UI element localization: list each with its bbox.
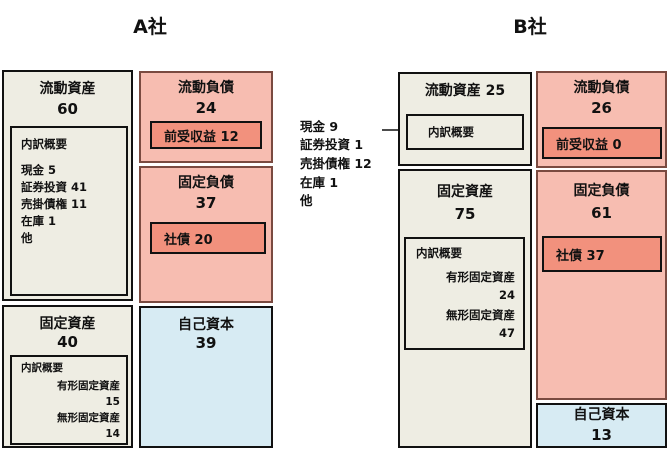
a-breakdown-item: 売掛債権 11 <box>21 197 88 211</box>
a-breakdown-item: 他 <box>21 231 33 245</box>
a-fixed-liabilities-label: 固定負債 <box>178 175 234 191</box>
b-intangible-label: 無形固定資産 <box>446 308 515 322</box>
b-tangible-value: 24 <box>498 288 515 302</box>
b-fixed-assets-box: 固定資産 75 内訳概要 有形固定資産 24 無形固定資産 47 <box>398 169 532 448</box>
a-fixed-assets-value: 40 <box>57 333 78 351</box>
a-bonds-box: 社債 20 <box>150 222 266 254</box>
a-breakdown-item: 証券投資 41 <box>21 180 88 194</box>
b-fixed-assets-value: 75 <box>454 205 476 223</box>
b-callout-item: 証券投資 1 <box>300 137 364 152</box>
b-intangible-value: 47 <box>498 326 515 340</box>
a-deferred-revenue-box: 前受収益 12 <box>150 121 262 149</box>
b-current-assets-box: 流動資産 25 内訳概要 <box>398 72 532 166</box>
a-fixed-liabilities-box: 固定負債 37 社債 20 <box>139 166 273 303</box>
b-bonds-box: 社債 37 <box>542 236 662 272</box>
a-current-breakdown-title: 内訳概要 <box>21 137 67 151</box>
b-fixed-breakdown-box: 内訳概要 有形固定資産 24 無形固定資産 47 <box>404 237 525 350</box>
b-current-assets-label: 流動資産 25 <box>424 83 506 99</box>
a-fixed-liabilities-value: 37 <box>195 194 217 212</box>
a-equity-box: 自己資本 39 <box>139 306 273 448</box>
b-callout-item: 他 <box>300 193 313 208</box>
b-current-liabilities-label: 流動負債 <box>573 80 630 96</box>
b-fixed-assets-label: 固定資産 <box>437 184 493 200</box>
a-intangible-value: 14 <box>105 428 120 440</box>
b-fixed-liabilities-value: 61 <box>591 204 612 222</box>
a-fixed-assets-label: 固定資産 <box>39 316 96 332</box>
b-current-liabilities-box: 流動負債 26 前受収益 0 <box>536 71 667 168</box>
a-equity-label: 自己資本 <box>178 317 234 333</box>
b-current-liabilities-value: 26 <box>591 99 612 117</box>
a-current-liabilities-label: 流動負債 <box>178 80 234 96</box>
a-fixed-breakdown-box: 内訳概要 有形固定資産 15 無形固定資産 14 <box>10 355 128 445</box>
b-equity-value: 13 <box>591 426 612 444</box>
b-current-breakdown-label: 内訳概要 <box>428 125 474 139</box>
b-fixed-liabilities-label: 固定負債 <box>573 183 630 199</box>
a-tangible-value: 15 <box>105 396 120 408</box>
a-current-assets-value: 60 <box>57 100 78 118</box>
company-a-title: A社 <box>133 16 167 38</box>
b-tangible-label: 有形固定資産 <box>446 270 515 284</box>
b-equity-label: 自己資本 <box>573 407 630 423</box>
company-b-title: B社 <box>513 16 547 38</box>
b-equity-box: 自己資本 13 <box>536 403 667 448</box>
a-breakdown-item: 在庫 1 <box>21 214 57 228</box>
a-breakdown-item: 現金 5 <box>21 163 57 177</box>
b-callout-item: 在庫 1 <box>300 175 339 190</box>
b-fixed-breakdown-title: 内訳概要 <box>416 246 462 260</box>
b-fixed-liabilities-box: 固定負債 61 社債 37 <box>536 170 667 400</box>
b-current-breakdown-box: 内訳概要 <box>406 114 524 150</box>
b-callout-item: 売掛債権 12 <box>300 156 372 171</box>
b-deferred-revenue-box: 前受収益 0 <box>542 127 662 159</box>
b-callout-item: 現金 9 <box>300 119 339 134</box>
a-current-liabilities-value: 24 <box>195 99 217 117</box>
a-tangible-label: 有形固定資産 <box>57 380 120 392</box>
a-current-assets-label: 流動資産 <box>39 81 96 97</box>
a-equity-value: 39 <box>195 334 217 352</box>
a-current-breakdown-box: 内訳概要 現金 5 証券投資 41 売掛債権 11 在庫 1 他 <box>10 126 128 296</box>
a-intangible-label: 無形固定資産 <box>57 412 120 424</box>
a-fixed-assets-box: 固定資産 40 内訳概要 有形固定資産 15 無形固定資産 14 <box>2 305 133 448</box>
a-fixed-breakdown-title: 内訳概要 <box>21 362 63 374</box>
a-current-assets-box: 流動資産 60 内訳概要 現金 5 証券投資 41 売掛債権 11 在庫 1 他 <box>2 70 133 301</box>
a-current-liabilities-box: 流動負債 24 前受収益 12 <box>139 71 273 163</box>
